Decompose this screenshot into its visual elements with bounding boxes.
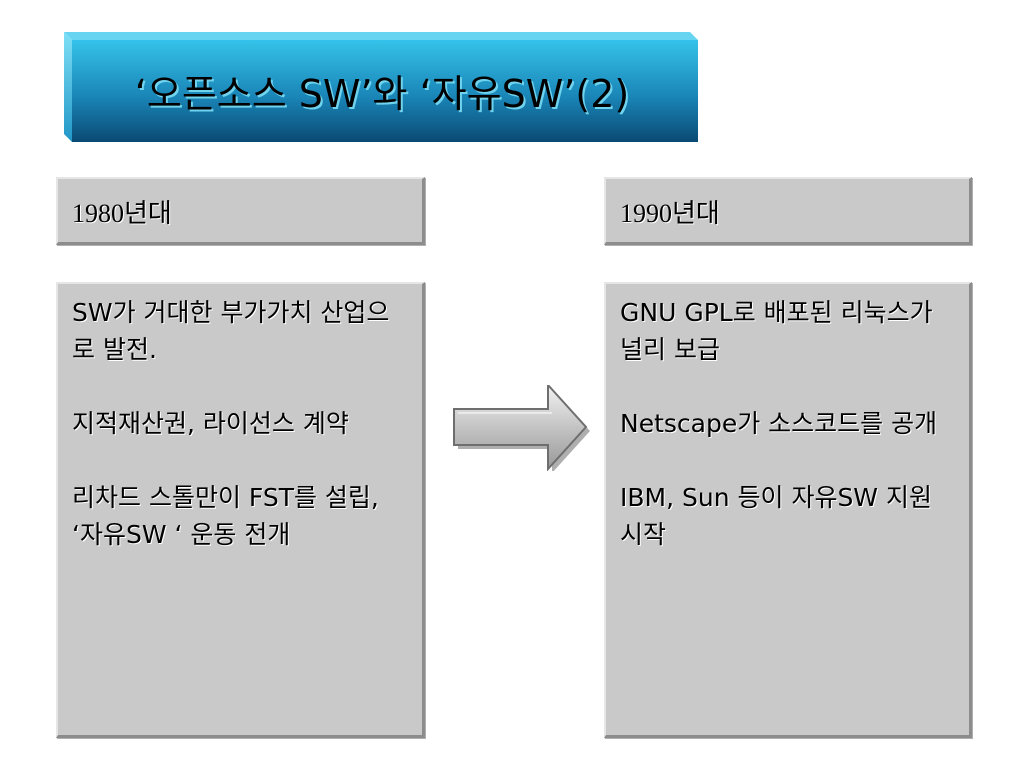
list-item-1990s-2: Netscape가 소스코드를 공개 [620, 409, 938, 438]
title-banner-shape [64, 32, 698, 142]
list-item-1980s-1: SW가 거대한 부가가치 산업으로 발전. [72, 298, 390, 364]
heading-1990s: 1990년대 [604, 177, 972, 245]
content-1980s: SW가 거대한 부가가치 산업으로 발전. 지적재산권, 라이선스 계약 리차드… [56, 282, 425, 738]
heading-1980s: 1980년대 [56, 177, 425, 245]
list-item-1990s-1: GNU GPL로 배포된 리눅스가 널리 보급 [620, 298, 933, 364]
list-item-1980s-2: 지적재산권, 라이선스 계약 [72, 409, 349, 438]
page-title: ‘오픈소스 SW’와 ‘자유SW’(2) [134, 71, 630, 116]
right-arrow-icon [453, 385, 590, 471]
list-item-1980s-3: 리차드 스톨만이 FST를 설립, ‘자유SW ‘ 운동 전개 [72, 483, 379, 549]
content-1990s: GNU GPL로 배포된 리눅스가 널리 보급 Netscape가 소스코드를 … [604, 282, 972, 738]
list-item-1990s-3: IBM, Sun 등이 자유SW 지원 시작 [620, 483, 932, 549]
title-banner: ‘오픈소스 SW’와 ‘자유SW’(2) [64, 32, 698, 142]
